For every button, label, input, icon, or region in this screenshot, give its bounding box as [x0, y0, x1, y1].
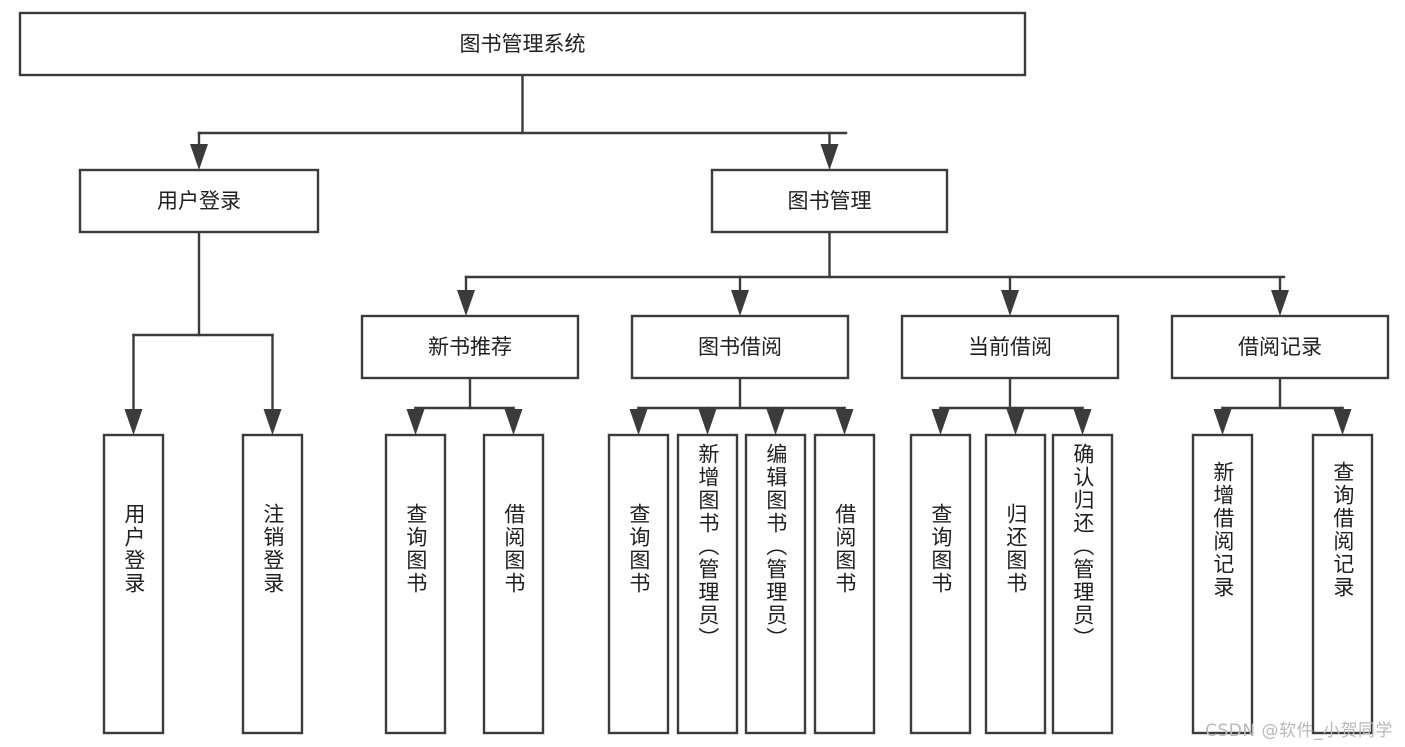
- node-book-borrow-label: 图书借阅: [698, 335, 782, 359]
- node-leaf-edit-book-rect[interactable]: [744, 433, 807, 735]
- arrowhead-leaf-borrow-book: [835, 409, 854, 435]
- node-leaf-query-book-rect[interactable]: [607, 433, 670, 735]
- node-leaf-logout-rect[interactable]: [241, 433, 304, 735]
- node-root[interactable]: 图书管理系统: [18, 11, 1027, 77]
- arrowhead-current-borrow: [1001, 290, 1019, 316]
- node-new-book-rec-rect[interactable]: [360, 314, 580, 380]
- node-leaf-add-record-rect[interactable]: [1191, 433, 1254, 735]
- node-leaf-return-book-rect[interactable]: [984, 433, 1047, 735]
- node-current-borrow-rect[interactable]: [900, 314, 1120, 380]
- node-leaf-query-book-cur-rect[interactable]: [909, 433, 972, 735]
- arrowhead-borrow-record: [1271, 290, 1289, 316]
- node-user-login-label: 用户登录: [157, 189, 241, 213]
- connector-group-root: [190, 73, 848, 170]
- arrowhead-leaf-confirm-return: [1073, 409, 1092, 435]
- arrowhead-leaf-edit-book: [766, 409, 785, 435]
- connector-group-current-borrow: [931, 376, 1092, 435]
- connector-group-user-login: [124, 230, 282, 435]
- node-leaf-confirm-return-rect[interactable]: [1051, 433, 1114, 735]
- node-borrow-record-label: 借阅记录: [1238, 335, 1322, 359]
- arrowhead-leaf-user-login: [124, 409, 143, 435]
- arrowhead-leaf-logout: [263, 409, 282, 435]
- node-borrow-record-rect[interactable]: [1170, 314, 1390, 380]
- arrowhead-leaf-add-record: [1213, 409, 1232, 435]
- node-book-manage[interactable]: 图书管理: [710, 168, 949, 234]
- node-root-rect[interactable]: [18, 11, 1027, 77]
- node-book-borrow[interactable]: 图书借阅: [630, 314, 850, 380]
- node-leaf-query-record-rect[interactable]: [1311, 433, 1374, 735]
- arrowhead-new-book-rec: [457, 290, 475, 316]
- node-leaf-borrow-book-rect[interactable]: [813, 433, 876, 735]
- connector-group-new-book-rec: [406, 376, 523, 435]
- arrowhead-leaf-add-book: [698, 409, 717, 435]
- connector-group-book-borrow: [629, 376, 854, 435]
- node-leaf-add-book-rect[interactable]: [676, 433, 739, 735]
- node-leaf-user-login-rect[interactable]: [102, 433, 165, 735]
- node-leaf-query-book-rec-rect[interactable]: [384, 433, 447, 735]
- node-leaf-borrow-book-rec-rect[interactable]: [482, 433, 545, 735]
- leaf-nodes-group: [102, 433, 1374, 735]
- arrowhead-book-manage: [820, 144, 839, 170]
- node-current-borrow-label: 当前借阅: [968, 335, 1052, 359]
- arrowhead-book-borrow: [731, 290, 749, 316]
- node-root-label: 图书管理系统: [460, 32, 586, 56]
- node-user-login-rect[interactable]: [78, 168, 320, 234]
- arrowhead-leaf-query-record: [1333, 409, 1352, 435]
- connector-group-book-manage: [457, 230, 1289, 316]
- node-new-book-rec-label: 新书推荐: [428, 335, 512, 359]
- node-book-borrow-rect[interactable]: [630, 314, 850, 380]
- connector-group-borrow-record: [1213, 376, 1352, 435]
- node-current-borrow[interactable]: 当前借阅: [900, 314, 1120, 380]
- arrowhead-leaf-borrow-book-rec: [504, 409, 523, 435]
- arrowhead-leaf-query-book-cur: [931, 409, 950, 435]
- arrowhead-leaf-query-book: [629, 409, 648, 435]
- node-book-manage-label: 图书管理: [788, 189, 872, 213]
- node-borrow-record[interactable]: 借阅记录: [1170, 314, 1390, 380]
- csdn-watermark: CSDN @软件_小贺同学: [1205, 721, 1393, 741]
- arrowhead-user-login: [190, 144, 208, 170]
- node-book-manage-rect[interactable]: [710, 168, 949, 234]
- node-new-book-rec[interactable]: 新书推荐: [360, 314, 580, 380]
- arrowhead-leaf-return-book: [1006, 409, 1025, 435]
- node-user-login[interactable]: 用户登录: [78, 168, 320, 234]
- arrowhead-leaf-query-book-rec: [406, 409, 425, 435]
